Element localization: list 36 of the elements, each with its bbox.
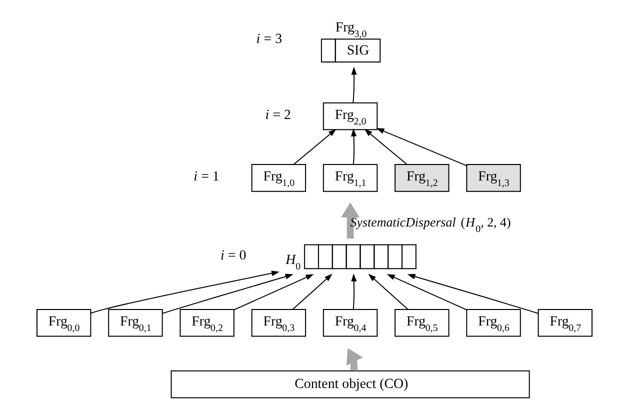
arrow (350, 66, 356, 104)
node-box: Frg$_{1,1}$ (322, 164, 378, 192)
node-box: Frg$_{0,7}$ (537, 308, 592, 337)
node-box: Frg$_{0,4}$ (322, 308, 378, 337)
arrow (386, 274, 467, 310)
arrow (292, 274, 332, 310)
arrow (340, 202, 360, 239)
label: i = 2 (264, 108, 290, 123)
arrow (350, 273, 356, 310)
node-box: Frg$_{0,3}$ (250, 308, 306, 337)
arrow (292, 128, 336, 165)
label: i = 3 (256, 32, 282, 47)
node-box: Frg$_{0,6}$ (466, 308, 520, 337)
node-box: Frg$_{1,3}$ (466, 164, 520, 192)
node-box: Frg$_{1,2}$ (394, 164, 449, 192)
node-box: Frg$_{0,1}$ (108, 308, 162, 337)
node-box: Content object (CO) (170, 370, 530, 398)
arrow (346, 348, 362, 371)
label: i = 1 (193, 170, 219, 185)
node-box: Frg$_{1,0}$ (250, 164, 306, 192)
node-box: Frg$_{2,0}$ (322, 102, 378, 130)
arrow (90, 270, 280, 314)
arrow (350, 128, 356, 165)
arrow (161, 274, 293, 314)
node-box: Frg$_{0,2}$ (179, 308, 234, 337)
arrow (406, 274, 538, 314)
node-box: Frg$_{0,5}$ (394, 308, 449, 337)
arrow (368, 274, 408, 310)
label: i = 0 (220, 248, 246, 264)
node-label: Frg$_{3,0}$ (334, 20, 366, 40)
node-label: H$_{0}$ (285, 252, 300, 272)
edge-label: SystematicDispersal(H$_{0}$, 2, 4) (350, 214, 510, 235)
arrow (233, 274, 314, 310)
node-box: Frg$_{0,0}$ (36, 308, 91, 337)
arrow (376, 128, 467, 166)
arrow (364, 128, 407, 165)
